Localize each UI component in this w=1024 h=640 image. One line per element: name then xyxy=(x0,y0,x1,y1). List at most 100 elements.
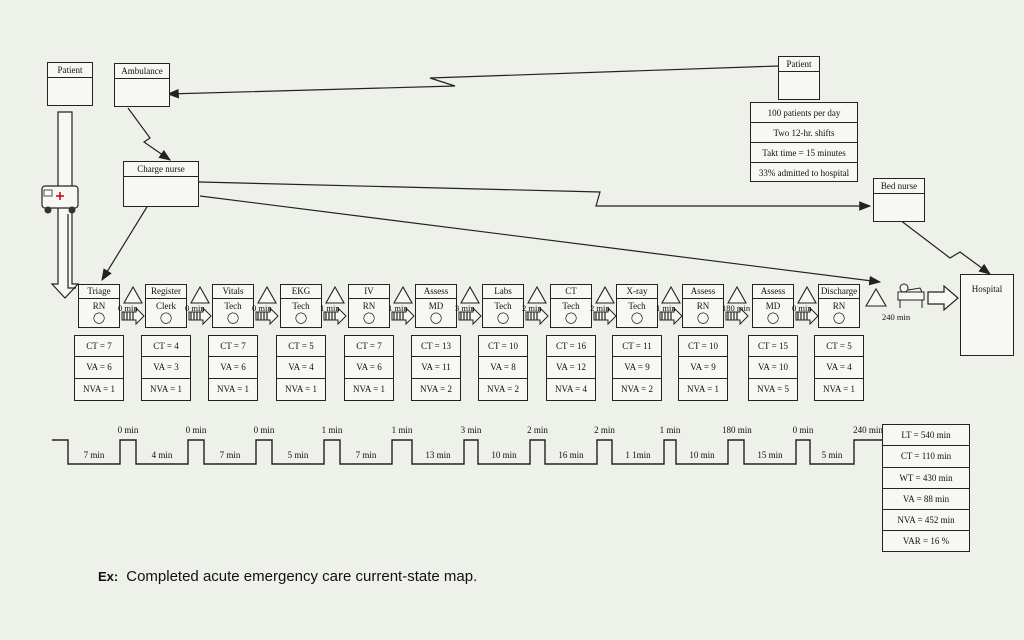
demand-info-box: 100 patients per day Two 12-hr. shifts T… xyxy=(750,102,858,182)
metric-nva: NVA = 2 xyxy=(621,383,653,394)
process-resource: MD xyxy=(428,301,444,311)
metric-ct: CT = 5 xyxy=(277,336,325,358)
ambulance-label: Ambulance xyxy=(115,64,169,79)
timeline-ladder xyxy=(52,439,882,465)
summary-value-added: VA = 88 min xyxy=(883,489,969,511)
process-box: EKG Tech◯ xyxy=(280,284,322,328)
timeline-cycle-label: 13 min xyxy=(425,450,451,460)
metric-va: VA = 8 xyxy=(479,357,527,379)
summary-cycle-time: CT = 110 min xyxy=(883,446,969,468)
process-name: X-ray xyxy=(617,285,657,299)
operator-icon: ◯ xyxy=(294,312,308,324)
operator-icon: ◯ xyxy=(159,312,173,324)
figure-caption: Ex: Completed acute emergency care curren… xyxy=(98,568,477,585)
metric-nva: NVA = 1 xyxy=(687,383,719,394)
inventory-triangle xyxy=(257,285,277,304)
inventory-triangle xyxy=(797,285,817,304)
metric-va: VA = 10 xyxy=(749,357,797,379)
metric-ct: CT = 4 xyxy=(142,336,190,358)
timeline-cycle-label: 7 min xyxy=(219,450,241,460)
push-arrow xyxy=(659,306,683,326)
metric-nva: NVA = 2 xyxy=(420,383,452,394)
hospital-bed-icon xyxy=(897,283,925,308)
metric-va: VA = 12 xyxy=(547,357,595,379)
info-flow-bednurse-hospital xyxy=(899,219,991,275)
process-resource: Tech xyxy=(224,301,242,311)
process-resource: RN xyxy=(92,301,106,311)
info-flow-charge-triage xyxy=(101,201,151,282)
inventory-triangle xyxy=(595,285,615,304)
metric-va: VA = 6 xyxy=(209,357,257,379)
metric-nva: NVA = 4 xyxy=(555,383,587,394)
summary-non-value-added: NVA = 452 min xyxy=(883,510,969,532)
ambulance-icon xyxy=(41,185,79,214)
timeline-cycle-label: 1 1min xyxy=(625,450,651,460)
timeline-cycle-label: 10 min xyxy=(689,450,715,460)
process-name: Register xyxy=(146,285,186,299)
push-arrow xyxy=(391,306,415,326)
bed-nurse-label: Bed nurse xyxy=(874,179,924,194)
timeline-cycle-label: 4 min xyxy=(151,450,173,460)
timeline-wait-label: 0 min xyxy=(253,425,275,435)
patient-source-box: Patient xyxy=(47,62,93,106)
push-arrow xyxy=(188,306,212,326)
demand-takt-time: Takt time = 15 minutes xyxy=(751,143,857,163)
info-flow-charge-bednurse xyxy=(189,176,872,211)
timeline-cycle-label: 7 min xyxy=(83,450,105,460)
caption-prefix: Ex: xyxy=(98,569,119,584)
operator-icon: ◯ xyxy=(362,312,376,324)
metric-va: VA = 4 xyxy=(277,357,325,379)
metric-ct: CT = 5 xyxy=(815,336,863,358)
patient-customer-box: Patient xyxy=(778,56,820,100)
inventory-triangle xyxy=(527,285,547,304)
operator-icon: ◯ xyxy=(564,312,578,324)
push-arrow xyxy=(255,306,279,326)
process-name: IV xyxy=(349,285,389,299)
timeline-cycle-label: 5 min xyxy=(287,450,309,460)
timeline-wait-label: 0 min xyxy=(792,425,814,435)
inventory-triangle xyxy=(123,285,143,304)
metric-nva: NVA = 5 xyxy=(757,383,789,394)
summary-wait-time: WT = 430 min xyxy=(883,468,969,489)
demand-patients-per-day: 100 patients per day xyxy=(751,103,857,123)
process-resource: Tech xyxy=(292,301,310,311)
metric-va: VA = 6 xyxy=(75,357,123,379)
timeline-wait-label: 1 min xyxy=(391,425,413,435)
discharge-to-hospital-arrow xyxy=(927,284,959,312)
process-name: EKG xyxy=(281,285,321,299)
metric-nva: NVA = 1 xyxy=(823,383,855,394)
operator-icon: ◯ xyxy=(226,312,240,324)
metric-va: VA = 3 xyxy=(142,357,190,379)
inventory-triangle xyxy=(190,285,210,304)
timeline-wait-label: 240 min xyxy=(853,425,883,435)
wait-label: 3 min xyxy=(455,303,475,313)
operator-icon: ◯ xyxy=(630,312,644,324)
timeline-cycle-label: 16 min xyxy=(558,450,584,460)
inventory-triangle xyxy=(727,285,747,304)
metric-ct: CT = 7 xyxy=(209,336,257,358)
bed-nurse-box: Bed nurse xyxy=(873,178,925,222)
inventory-triangle xyxy=(393,285,413,304)
inventory-triangle xyxy=(865,287,887,307)
metric-va: VA = 6 xyxy=(345,357,393,379)
metric-nva: NVA = 1 xyxy=(217,383,249,394)
caption-text: Completed acute emergency care current-s… xyxy=(126,568,478,585)
push-arrow xyxy=(323,306,347,326)
timeline-cycle-label: 15 min xyxy=(757,450,783,460)
inventory-triangle xyxy=(460,285,480,304)
metric-ct: CT = 15 xyxy=(749,336,797,358)
metric-ct: CT = 11 xyxy=(613,336,661,358)
ambulance-box: Ambulance xyxy=(114,63,170,107)
wait-label: 1 min xyxy=(320,303,340,313)
